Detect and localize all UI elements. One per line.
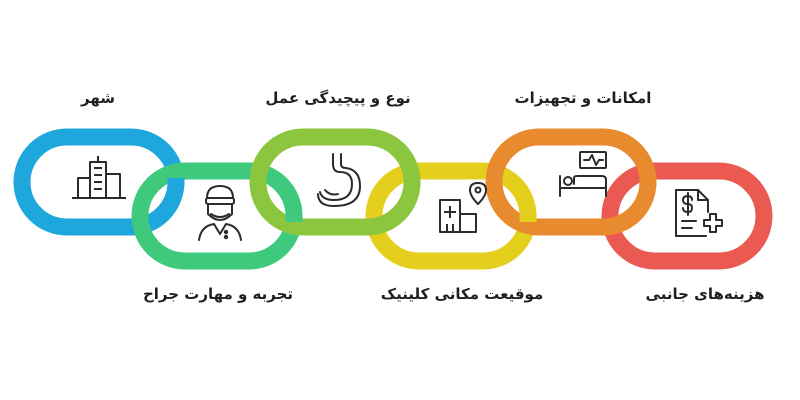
surgeon-icon <box>198 185 242 241</box>
label-surgeon: تجربه و مهارت جراح <box>142 285 294 303</box>
stomach-icon <box>317 153 361 207</box>
medical-bill-icon <box>675 189 723 237</box>
label-location: موقیعت مکانی کلینیک <box>380 285 544 303</box>
city-buildings-icon <box>72 156 126 199</box>
hospital-bed-monitor-icon <box>559 151 607 197</box>
label-city: شهر <box>81 89 115 107</box>
label-facilities: امکانات و تجهیزات <box>514 89 652 107</box>
hospital-location-icon <box>439 182 487 233</box>
label-costs: هزینه‌های جانبی <box>645 285 765 303</box>
chain-link-costs <box>601 162 773 270</box>
label-procedure: نوع و پیچیدگی عمل <box>265 89 411 107</box>
